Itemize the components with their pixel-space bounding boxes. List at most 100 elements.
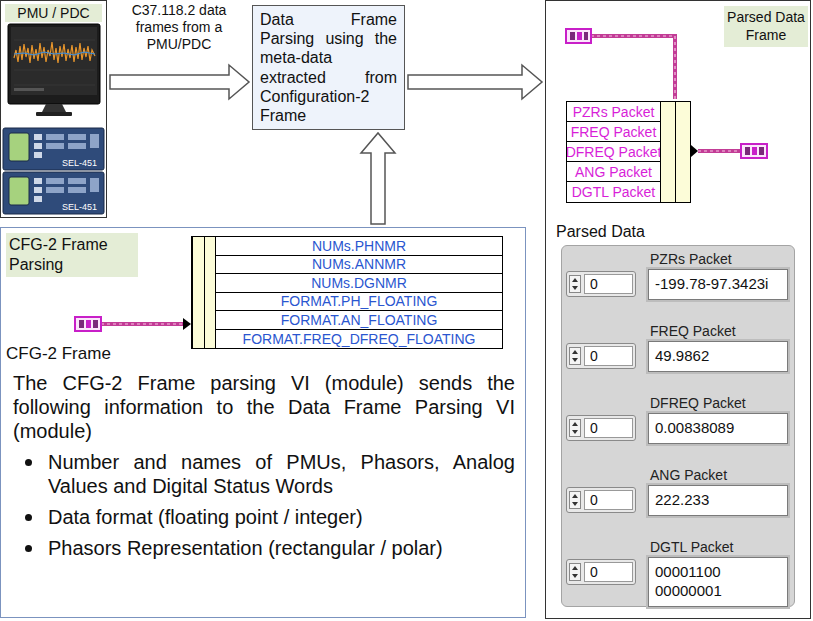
illustration-shape xyxy=(577,32,582,40)
spinner-frame xyxy=(570,564,581,581)
spinner-up xyxy=(572,350,578,354)
bullet-text: Data format (floating point / integer) xyxy=(48,505,515,529)
numeric-indicator: PZRs Packet 0 -199.78-97.3423i xyxy=(566,251,788,300)
illustration-shape xyxy=(183,318,191,330)
spinner-frame xyxy=(570,492,581,509)
index-control: 0 xyxy=(566,415,636,441)
text-holder: Parsed Data xyxy=(556,223,645,241)
bullet-dot xyxy=(25,459,32,466)
spinner-down xyxy=(572,286,578,290)
illustration-shape xyxy=(752,147,757,155)
text-holder: CFG-2 Frame xyxy=(6,344,111,364)
cluster-icon xyxy=(75,317,101,331)
device-label: SEL-451 xyxy=(62,158,97,168)
unbundle-row: FORMAT.AN_FLOATING xyxy=(216,311,502,330)
bullet-dot xyxy=(25,545,32,552)
spinner-up xyxy=(572,278,578,282)
unbundle-row: FREQ Packet xyxy=(567,122,660,142)
unbundle-bar xyxy=(660,102,675,202)
bullet-dot xyxy=(25,514,32,521)
text-holder: PMU / PDC xyxy=(5,4,102,22)
illustration-shape xyxy=(68,178,86,184)
frame-label: CFG-2 Frame xyxy=(6,344,111,364)
indicator-value: 0.00838089 xyxy=(648,413,788,444)
indicator-label: DFREQ Packet xyxy=(650,395,788,413)
unbundle-row: DGTL Packet xyxy=(567,182,660,202)
illustration-shape xyxy=(9,133,29,161)
spinner-arrows xyxy=(569,419,581,437)
spinner-down xyxy=(572,430,578,434)
unbundle-row: FORMAT.PH_FLOATING xyxy=(216,293,502,312)
spinner-up xyxy=(572,422,578,426)
illustration-shape xyxy=(566,29,591,43)
unbundle-item: NUMs.DGNMR xyxy=(311,275,407,291)
indicator-row: 0 -199.78-97.3423i xyxy=(566,269,788,300)
relay-device-illustration xyxy=(3,128,104,214)
index-value: 0 xyxy=(584,418,633,438)
illustration-shape xyxy=(698,149,741,153)
indicator-value: 49.9862 xyxy=(648,341,788,372)
process-panel: CFG-2 Frame ParsingCFG-2 FrameThe CFG-2 … xyxy=(0,227,526,618)
spinner-down xyxy=(572,358,578,362)
illustration-shape xyxy=(46,143,64,149)
indicator-value: 222.233 xyxy=(648,485,788,516)
spinner-down xyxy=(572,574,578,578)
panel-title: CFG-2 Frame Parsing xyxy=(6,233,138,277)
indicator-group: Parsed DataPZRs Packet0-199.78-97.3423iF… xyxy=(554,223,802,611)
spinner-frame xyxy=(570,420,581,437)
unbundle-rows: PZRs PacketFREQ PacketDFREQ PacketANG Pa… xyxy=(567,102,660,202)
illustration-shape xyxy=(34,196,42,202)
unbundle-bars xyxy=(660,102,690,202)
device-label: SEL-451 xyxy=(62,202,97,212)
illustration-shape xyxy=(745,147,750,155)
illustration-shape xyxy=(14,40,95,41)
illustration-shape xyxy=(584,32,588,40)
unbundle-item: DFREQ Packet xyxy=(567,144,660,160)
text-holder: CFG-2 Frame Parsing xyxy=(6,233,138,277)
cluster-wire xyxy=(101,318,191,330)
unbundle-bars xyxy=(192,237,216,348)
illustration-shape xyxy=(741,144,767,158)
illustration-shape xyxy=(14,85,95,86)
spinner-arrows xyxy=(569,275,581,293)
unbundle-bar xyxy=(192,237,204,348)
illustration-shape xyxy=(42,104,66,112)
indicator-value: -199.78-97.3423i xyxy=(648,269,788,300)
index-control: 0 xyxy=(566,559,636,585)
illustration-shape xyxy=(79,320,84,328)
illustration-shape xyxy=(36,112,72,116)
unbundle-rows: NUMs.PHNMRNUMs.ANNMRNUMs.DGNMRFORMAT.PH_… xyxy=(216,237,502,348)
spinner-arrows xyxy=(569,491,581,509)
numeric-indicator: DFREQ Packet 0 0.00838089 xyxy=(566,395,788,444)
indicator-label: PZRs Packet xyxy=(650,251,788,269)
unbundle-item: FREQ Packet xyxy=(571,124,657,140)
illustration-shape xyxy=(3,172,104,214)
illustration-shape xyxy=(9,177,29,205)
illustration-shape xyxy=(34,152,42,158)
text-holder: SEL-451 xyxy=(62,158,97,168)
index-value: 0 xyxy=(584,346,633,366)
indicator-value: 00001100 00000001 xyxy=(648,557,788,607)
unbundle-item: NUMs.PHNMR xyxy=(312,238,406,254)
index-value: 0 xyxy=(584,490,633,510)
illustration-shape xyxy=(46,134,64,140)
illustration-shape xyxy=(691,145,698,157)
device-panel: PMU / PDC xyxy=(0,0,107,218)
indicator-row: 0 222.233 xyxy=(566,485,788,516)
illustration-shape xyxy=(46,187,64,193)
unbundle-item: FORMAT.PH_FLOATING xyxy=(281,293,438,309)
illustration-shape xyxy=(46,178,64,184)
illustration-shape xyxy=(86,320,91,328)
panel-title: Parsed Data Frame xyxy=(724,6,808,47)
spinner-frame xyxy=(570,276,581,293)
indicator-row: 0 0.00838089 xyxy=(566,413,788,444)
illustration-shape xyxy=(14,42,95,63)
monitor-illustration xyxy=(8,24,100,116)
unbundle-block: PZRs PacketFREQ PacketDFREQ PacketANG Pa… xyxy=(566,101,691,203)
illustration-shape xyxy=(34,134,42,140)
illustration-shape xyxy=(11,27,97,95)
illustration-shape xyxy=(34,178,42,184)
illustration-shape xyxy=(8,24,100,104)
unbundle-row: FORMAT.FREQ_DFREQ_FLOATING xyxy=(216,330,502,349)
index-value: 0 xyxy=(584,274,633,294)
